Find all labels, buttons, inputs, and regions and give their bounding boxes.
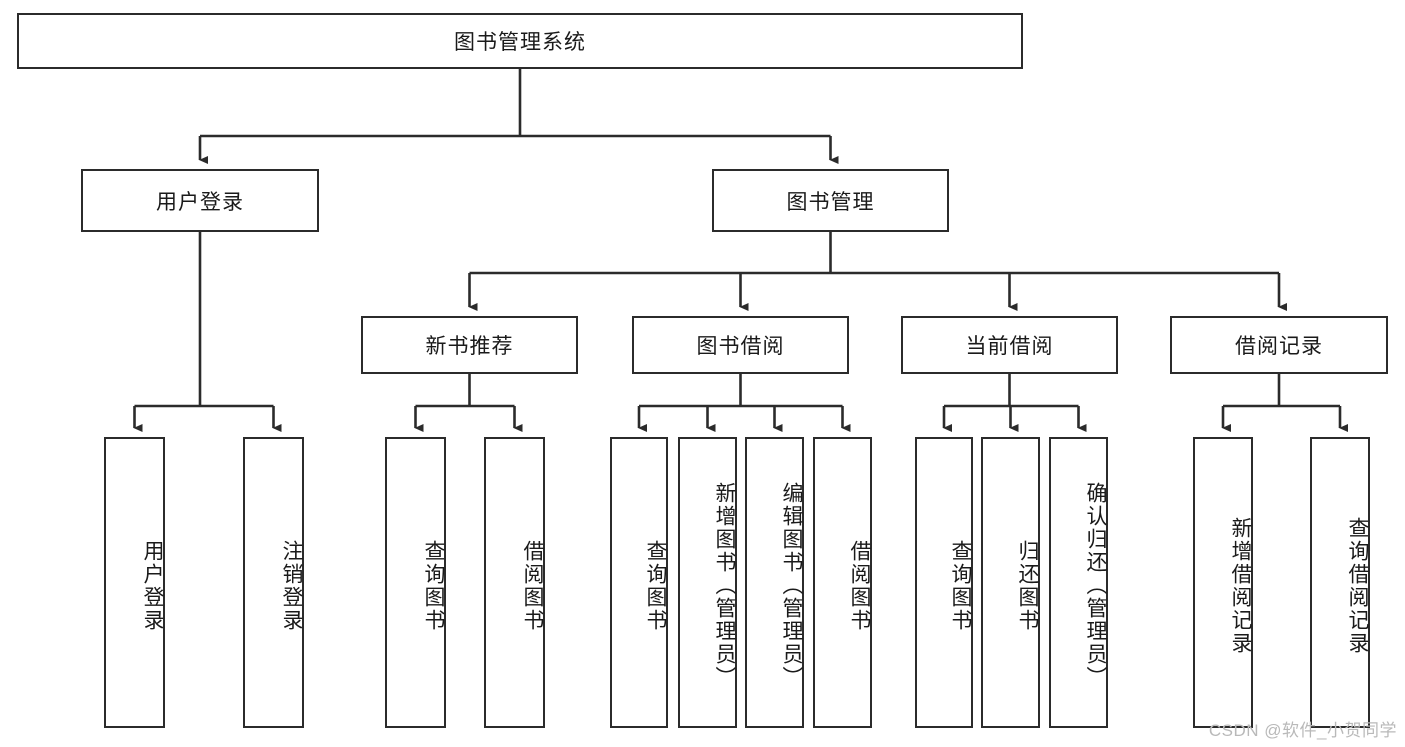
node-label: 用户登录 [156, 190, 244, 214]
node-root[interactable]: 图书管理系统 [17, 13, 1023, 69]
node-label: 查询借阅记录 [1346, 516, 1369, 655]
node-label: 查询图书 [644, 539, 667, 632]
node-label: 归还图书 [1016, 539, 1039, 632]
node-leaf-query-book-borrow[interactable]: 查询图书 [610, 437, 668, 728]
node-label: 借阅记录 [1235, 335, 1323, 358]
node-label: 用户登录 [141, 539, 164, 632]
node-label: 新书推荐 [425, 335, 514, 358]
node-leaf-add-book-admin[interactable]: 新增图书（管理员） [678, 437, 737, 728]
node-current-borrow[interactable]: 当前借阅 [901, 316, 1118, 374]
node-leaf-logout[interactable]: 注销登录 [243, 437, 304, 728]
node-leaf-query-borrow-record[interactable]: 查询借阅记录 [1310, 437, 1370, 728]
node-leaf-confirm-return-admin[interactable]: 确认归还（管理员） [1049, 437, 1108, 728]
node-borrow-record[interactable]: 借阅记录 [1170, 316, 1388, 374]
node-book-manage[interactable]: 图书管理 [712, 169, 949, 232]
node-book-borrow[interactable]: 图书借阅 [632, 316, 849, 374]
node-leaf-add-borrow-record[interactable]: 新增借阅记录 [1193, 437, 1253, 728]
node-label: 图书管理 [786, 190, 875, 214]
node-label: 确认归还（管理员） [1084, 482, 1107, 689]
node-leaf-return-book[interactable]: 归还图书 [981, 437, 1040, 728]
node-leaf-borrow-book-rec[interactable]: 借阅图书 [484, 437, 545, 728]
node-leaf-edit-book-admin[interactable]: 编辑图书（管理员） [745, 437, 804, 728]
node-label: 注销登录 [280, 539, 303, 632]
node-leaf-user-login[interactable]: 用户登录 [104, 437, 165, 728]
node-label: 新增借阅记录 [1229, 516, 1252, 655]
node-label: 当前借阅 [965, 335, 1054, 358]
node-new-book-recommend[interactable]: 新书推荐 [361, 316, 578, 374]
node-leaf-query-book-rec[interactable]: 查询图书 [385, 437, 446, 728]
node-label: 编辑图书（管理员） [780, 482, 803, 689]
node-label: 借阅图书 [521, 539, 544, 632]
node-label: 查询图书 [422, 539, 445, 632]
node-label: 查询图书 [949, 539, 972, 632]
node-label: 新增图书（管理员） [713, 482, 736, 689]
node-label: 图书借阅 [696, 335, 785, 358]
node-label: 借阅图书 [848, 539, 871, 632]
node-label: 图书管理系统 [454, 31, 586, 54]
node-leaf-query-book-current[interactable]: 查询图书 [915, 437, 973, 728]
node-leaf-borrow-book[interactable]: 借阅图书 [813, 437, 872, 728]
node-user-login[interactable]: 用户登录 [81, 169, 319, 232]
